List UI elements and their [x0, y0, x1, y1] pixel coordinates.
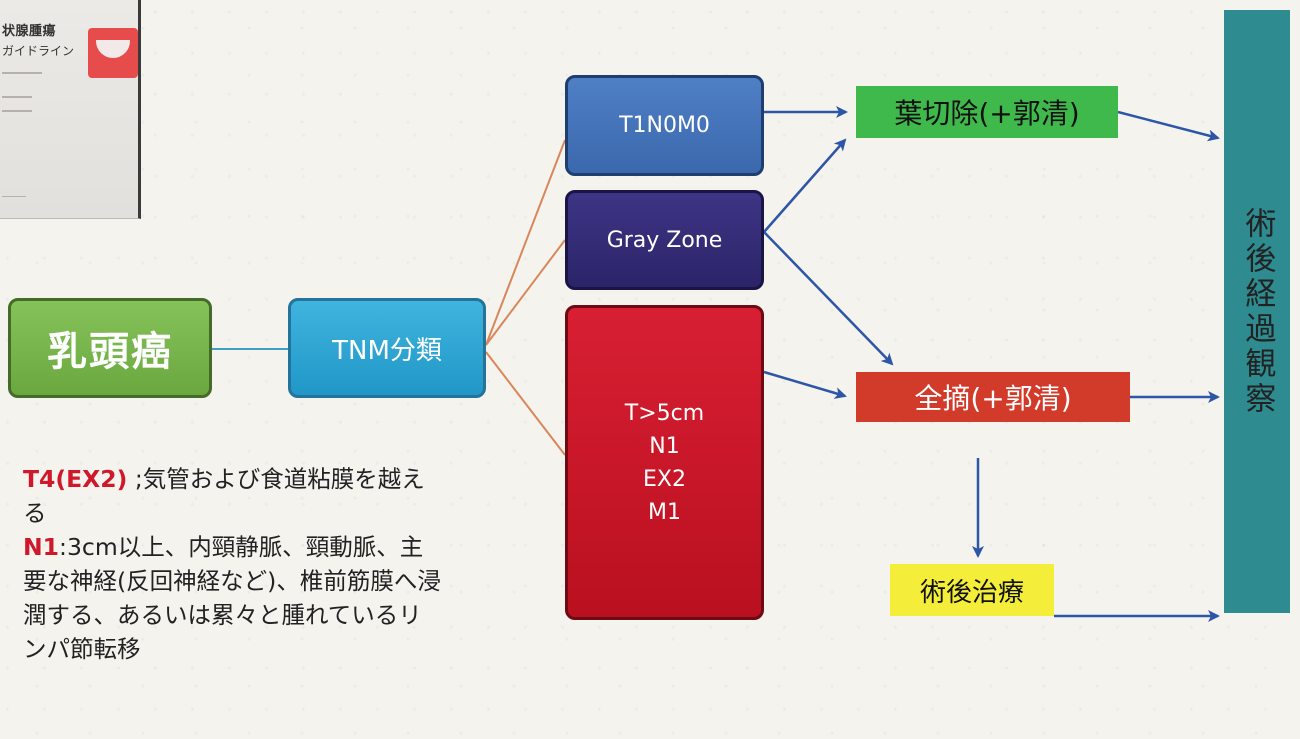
node-lobectomy: 葉切除(+郭清)	[856, 86, 1118, 138]
node-line: EX2	[643, 466, 686, 492]
note-t4: T4(EX2) ;気管および食道粘膜を越える	[23, 462, 443, 530]
node-label: TNM分類	[332, 335, 442, 366]
note-n1-text: :3cm以上、内頸静脈、頸動脈、主要な神経(反回神経など)、椎前筋膜へ浸潤する、…	[23, 533, 441, 663]
link-tnm-t1	[485, 139, 566, 346]
node-postop-treatment: 術後治療	[890, 564, 1054, 616]
node-label: 乳頭癌	[47, 329, 173, 375]
link-tnm-gray	[485, 239, 566, 346]
node-line: N1	[649, 433, 680, 459]
node-postop-followup: 術後経過観察	[1224, 10, 1290, 613]
book-text-line	[2, 72, 42, 74]
note-t4-label: T4(EX2)	[23, 465, 128, 493]
note-t4-text: ;気管および食道粘膜を越える	[23, 465, 425, 527]
arrow-advanced-total	[763, 370, 847, 399]
book-title: 状腺腫瘍	[2, 24, 57, 39]
note-n1-label: N1	[23, 533, 60, 561]
staging-notes: T4(EX2) ;気管および食道粘膜を越える N1:3cm以上、内頸静脈、頸動脈…	[23, 462, 443, 666]
book-text-line	[2, 96, 32, 98]
node-label: T1N0M0	[619, 113, 710, 138]
note-n1: N1:3cm以上、内頸静脈、頸動脈、主要な神経(反回神経など)、椎前筋膜へ浸潤す…	[23, 530, 443, 666]
node-gray-zone: Gray Zone	[565, 190, 764, 290]
book-subtitle: ガイドライン	[2, 44, 75, 58]
node-label: 全摘(+郭清)	[914, 382, 1072, 415]
arrow-gray-lobectomy	[763, 138, 847, 233]
node-label: 術後経過観察	[1239, 206, 1276, 417]
node-papillary-carcinoma: 乳頭癌	[8, 298, 212, 398]
node-t1n0m0: T1N0M0	[565, 75, 764, 176]
arrow-lobectomy-followup	[1117, 110, 1220, 142]
node-line: T>5cm	[624, 400, 705, 426]
node-tnm-classification: TNM分類	[288, 298, 486, 398]
node-label: Gray Zone	[606, 227, 723, 253]
node-label: 葉切除(+郭清)	[894, 97, 1080, 130]
node-label: 術後治療	[919, 577, 1024, 608]
node-advanced-stage: T>5cm N1 EX2 M1	[565, 305, 764, 620]
book-logo	[88, 28, 138, 78]
link-tnm-advanced	[485, 351, 566, 456]
book-text-line	[2, 110, 32, 112]
book-text-line	[2, 196, 26, 197]
guideline-book-cover: 状腺腫瘍 ガイドライン	[0, 0, 141, 219]
node-total-thyroidectomy: 全摘(+郭清)	[856, 372, 1130, 422]
node-line: M1	[648, 499, 681, 525]
arrow-gray-total	[763, 231, 894, 366]
